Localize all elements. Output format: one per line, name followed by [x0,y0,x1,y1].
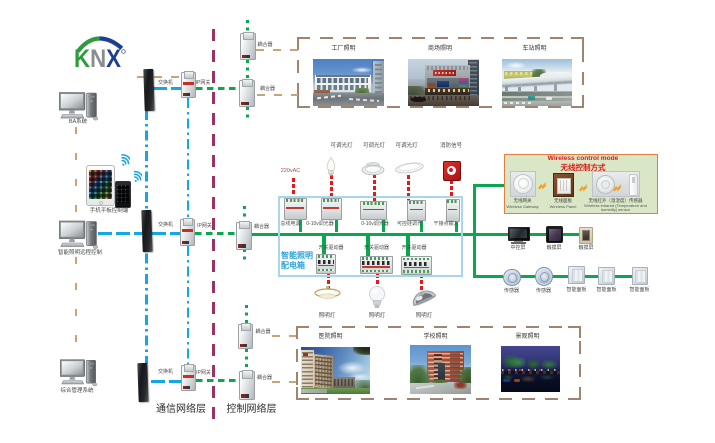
svg-text:KNX: KNX [74,45,121,70]
